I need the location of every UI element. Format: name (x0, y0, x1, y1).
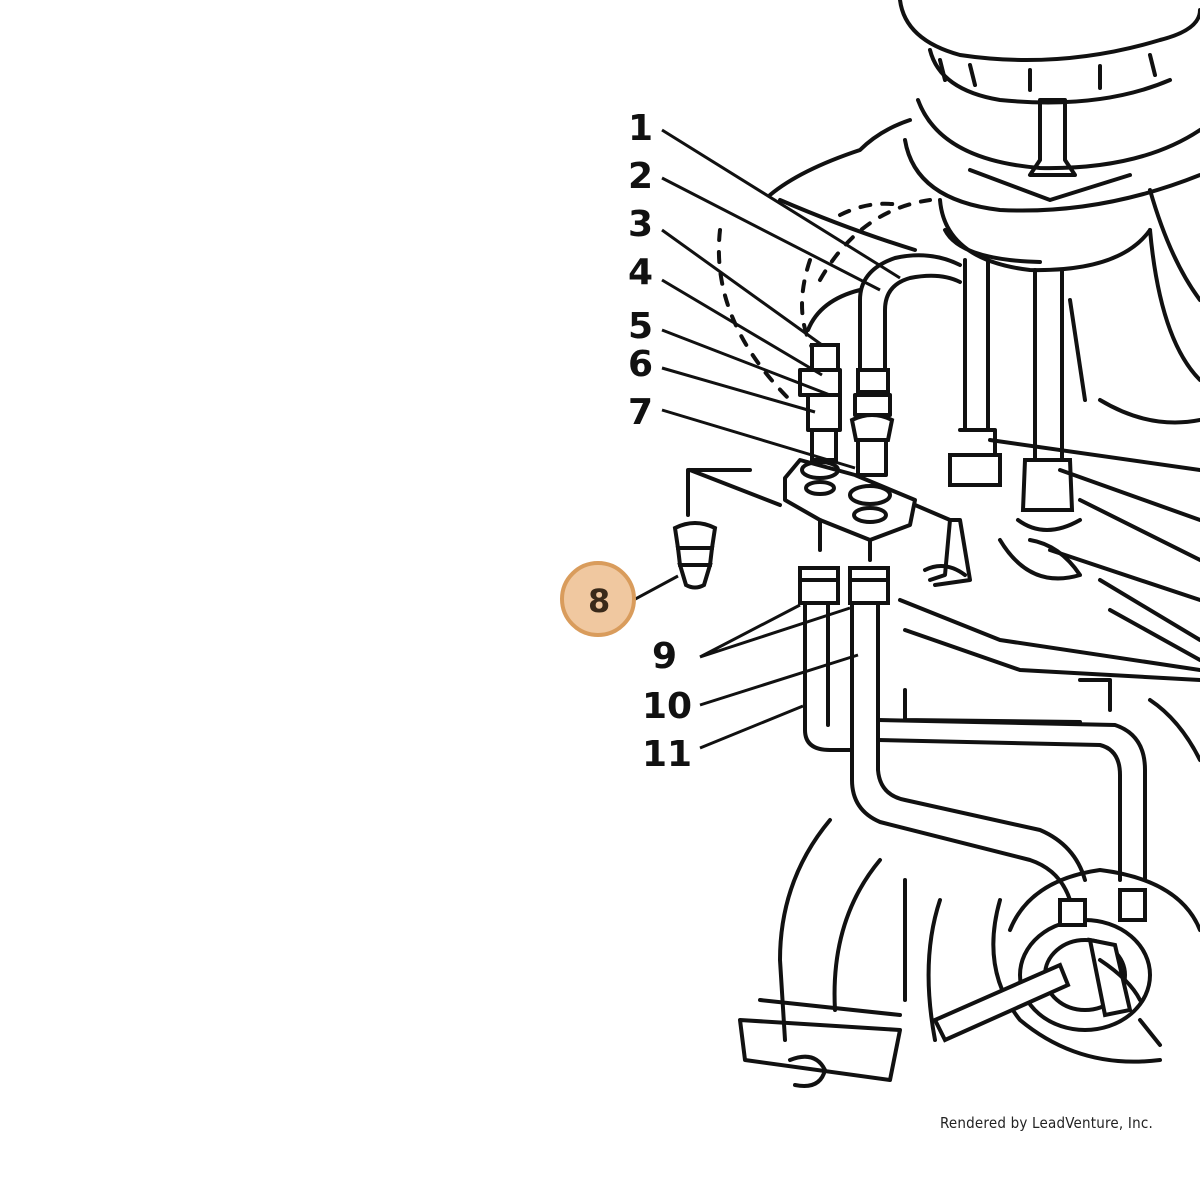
callout-5[interactable]: 5 (628, 306, 653, 347)
upper-housing (768, 0, 1200, 382)
vertical-rods (948, 258, 1082, 532)
callout-1[interactable]: 1 (628, 108, 653, 149)
engine-block (898, 298, 1200, 762)
leader-lines (627, 128, 901, 750)
callout-2[interactable]: 2 (628, 156, 653, 197)
fitting-stack-right (848, 368, 895, 524)
render-credit: Rendered by LeadVenture, Inc. (940, 1114, 1153, 1132)
callout-labels: 1 2 3 4 5 6 7 9 10 11 (628, 108, 692, 775)
callout-11[interactable]: 11 (642, 734, 692, 775)
callout-10[interactable]: 10 (642, 686, 692, 727)
callout-8-highlight[interactable]: 8 (560, 561, 636, 637)
mounting-bracket (783, 458, 972, 587)
fuel-lines-upper (806, 253, 962, 377)
callout-7[interactable]: 7 (628, 392, 653, 433)
fuel-pump-assembly (932, 868, 1200, 1064)
fitting-stack-left (798, 343, 842, 496)
callout-9[interactable]: 9 (652, 636, 677, 677)
callout-8[interactable]: 8 (588, 582, 610, 620)
hose-nuts (798, 566, 890, 605)
callout-3[interactable]: 3 (628, 204, 653, 245)
hoses (803, 601, 1147, 902)
callout-6[interactable]: 6 (628, 344, 653, 385)
callout-4[interactable]: 4 (628, 252, 653, 293)
highlight-circle[interactable] (560, 561, 636, 637)
part-8-cap (672, 468, 782, 590)
exhaust-pipe (738, 818, 942, 1088)
